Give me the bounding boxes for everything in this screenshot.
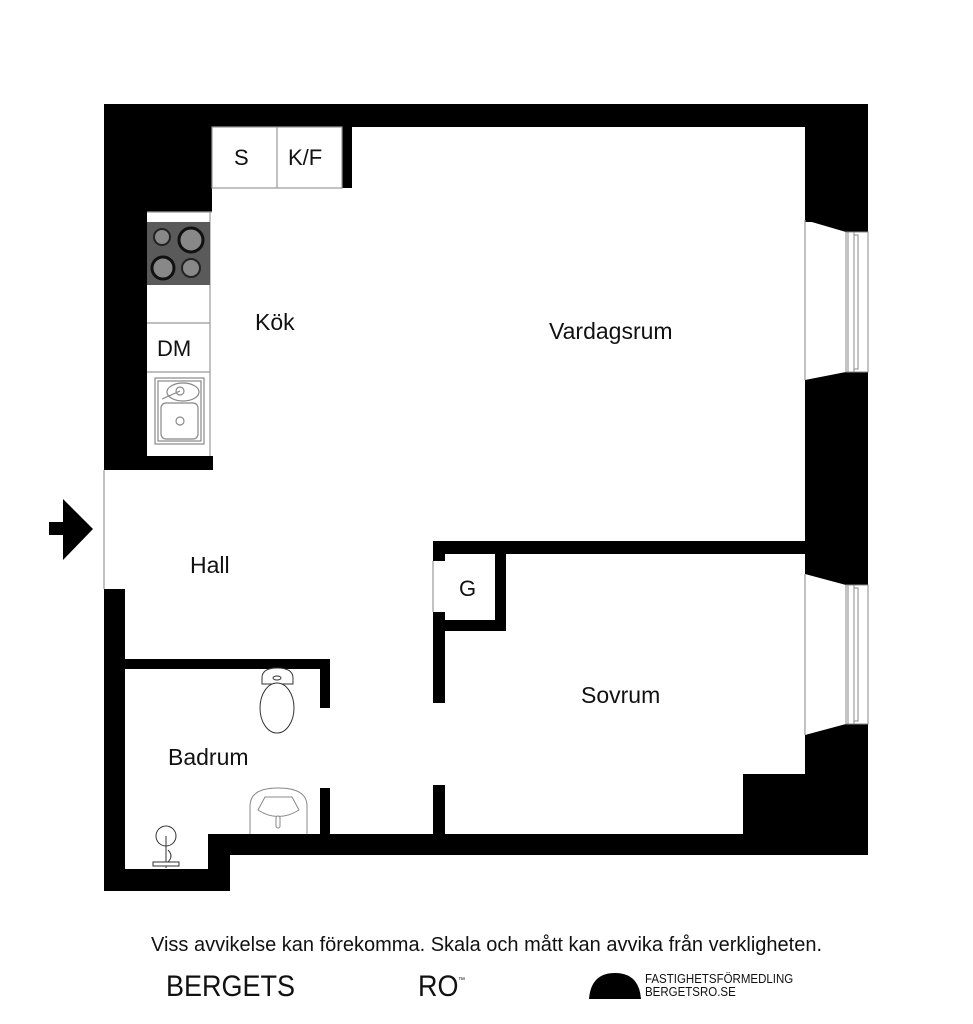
- room-label-kok: Kök: [255, 309, 295, 335]
- firm-line-1: FASTIGHETSFÖRMEDLING: [645, 972, 794, 986]
- walls: [104, 104, 868, 891]
- entrance-arrow-icon: [49, 499, 93, 560]
- dishwasher-label: DM: [157, 336, 192, 361]
- storage-label: S: [234, 145, 249, 170]
- firm-name: FASTIGHETSFÖRMEDLING BERGETSRO.SE: [645, 973, 793, 999]
- wardrobe-label: G: [459, 576, 477, 601]
- disclaimer-text: Viss avvikelse kan förekomma. Skala och …: [150, 934, 823, 956]
- firm-line-2: BERGETSRO.SE: [645, 985, 736, 999]
- firm-logo-icon: [589, 973, 641, 999]
- shower-icon: [152, 825, 180, 868]
- room-label-sovrum: Sovrum: [581, 682, 661, 708]
- window-icon: [845, 231, 869, 725]
- room-label-vardagsrum: Vardagsrum: [549, 318, 673, 344]
- room-label-hall: Hall: [190, 552, 230, 578]
- washbasin-icon: [249, 787, 308, 834]
- stove-icon: [147, 222, 210, 285]
- brand-logo-left: BERGETS: [166, 970, 296, 1003]
- brand-trademark: ™: [458, 977, 465, 984]
- thin-lines: [103, 126, 806, 735]
- toilet-icon: [259, 667, 295, 734]
- brand-logo-right: RO: [418, 970, 459, 1003]
- fridge-freezer-label: K/F: [288, 145, 323, 170]
- sink-icon: [154, 377, 205, 445]
- room-label-badrum: Badrum: [168, 744, 249, 770]
